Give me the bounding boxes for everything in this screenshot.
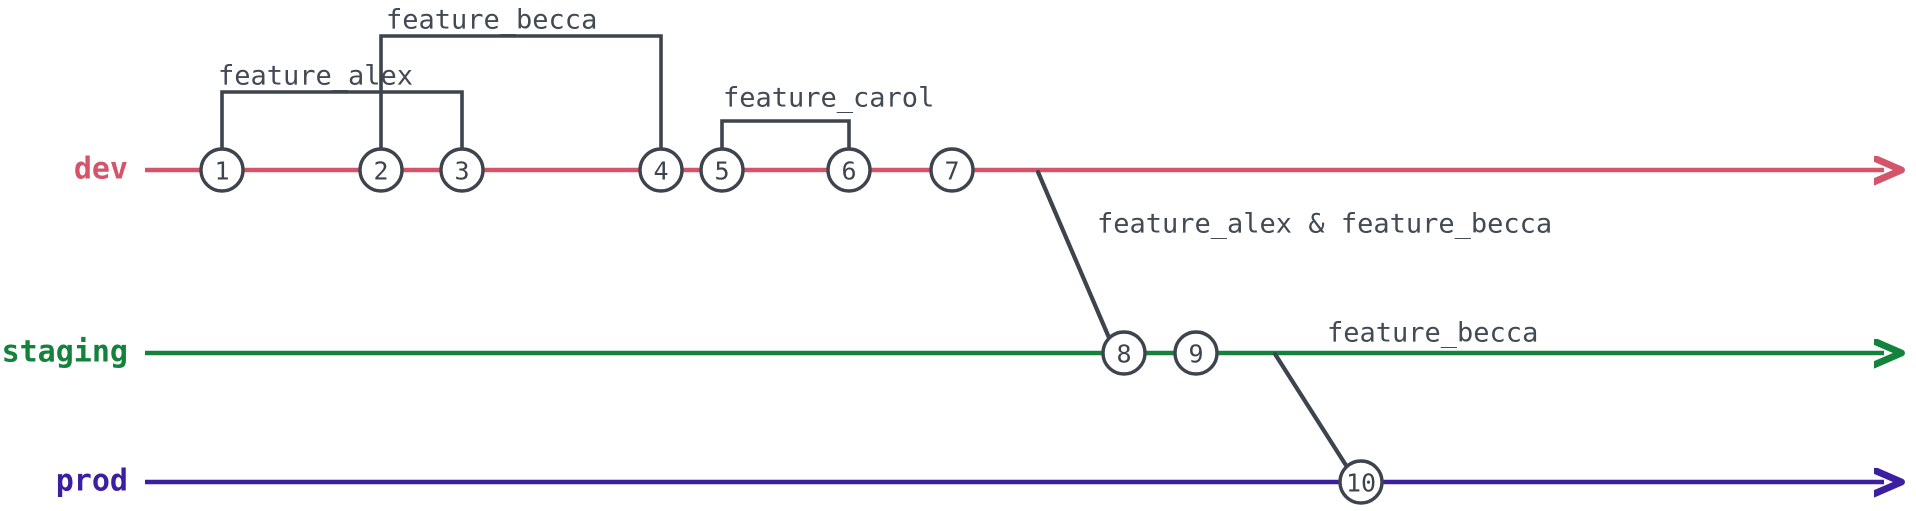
commit-node-7[interactable]: 7: [929, 147, 975, 193]
commit-node-10[interactable]: 10: [1338, 459, 1384, 505]
commit-node-8[interactable]: 8: [1101, 330, 1147, 376]
commit-number-3: 3: [454, 157, 469, 186]
commit-number-1: 1: [214, 157, 229, 186]
commit-number-9: 9: [1188, 340, 1203, 369]
bracket-feature_carol: [720, 119, 851, 152]
commit-number-10: 10: [1346, 469, 1376, 498]
branch-label-staging: staging: [2, 335, 128, 370]
merge-line-dev-to-staging: [1035, 169, 1113, 343]
commit-nodes: 1 2 3 4 5 6 7 8 9 10: [199, 147, 1384, 505]
commit-circle-2: [358, 147, 404, 193]
commit-number-7: 7: [944, 157, 959, 186]
commit-number-4: 4: [653, 157, 668, 186]
branch-label-dev: dev: [74, 152, 128, 187]
commit-node-5[interactable]: 5: [699, 147, 745, 193]
commit-circle-8: [1101, 330, 1147, 376]
branch-label-prod: prod: [56, 464, 128, 499]
commit-number-5: 5: [714, 157, 729, 186]
commit-number-2: 2: [373, 157, 388, 186]
commit-circle-4: [638, 147, 684, 193]
commit-node-4[interactable]: 4: [638, 147, 684, 193]
merge-label-staging-to-prod: feature_becca: [1327, 318, 1538, 349]
bracket-feature_becca: [379, 34, 663, 152]
commit-circle-3: [439, 147, 485, 193]
commit-circle-7: [929, 147, 975, 193]
commit-node-2[interactable]: 2: [358, 147, 404, 193]
branch-lines: [145, 170, 1884, 482]
merge-connectors: feature_alex & feature_becca feature_becc…: [1035, 169, 1552, 473]
commit-node-6[interactable]: 6: [826, 147, 872, 193]
commit-number-6: 6: [841, 157, 856, 186]
feature-brackets: feature_alex feature_becca feature_carol: [218, 5, 934, 152]
commit-number-8: 8: [1116, 340, 1131, 369]
bracket-label-feature_becca: feature_becca: [386, 5, 597, 36]
commit-node-1[interactable]: 1: [199, 147, 245, 193]
commit-circle-6: [826, 147, 872, 193]
merge-line-staging-to-prod: [1272, 351, 1352, 473]
bracket-feature_alex: [220, 90, 464, 152]
commit-circle-10: [1338, 459, 1384, 505]
branch-name-labels: dev staging prod: [2, 152, 128, 499]
commit-node-9[interactable]: 9: [1173, 330, 1219, 376]
bracket-label-feature_alex: feature_alex: [218, 61, 413, 92]
merge-label-dev-to-staging: feature_alex & feature_becca: [1097, 209, 1552, 240]
commit-node-3[interactable]: 3: [439, 147, 485, 193]
commit-circle-1: [199, 147, 245, 193]
commit-circle-5: [699, 147, 745, 193]
commit-circle-9: [1173, 330, 1219, 376]
bracket-label-feature_carol: feature_carol: [723, 83, 934, 114]
